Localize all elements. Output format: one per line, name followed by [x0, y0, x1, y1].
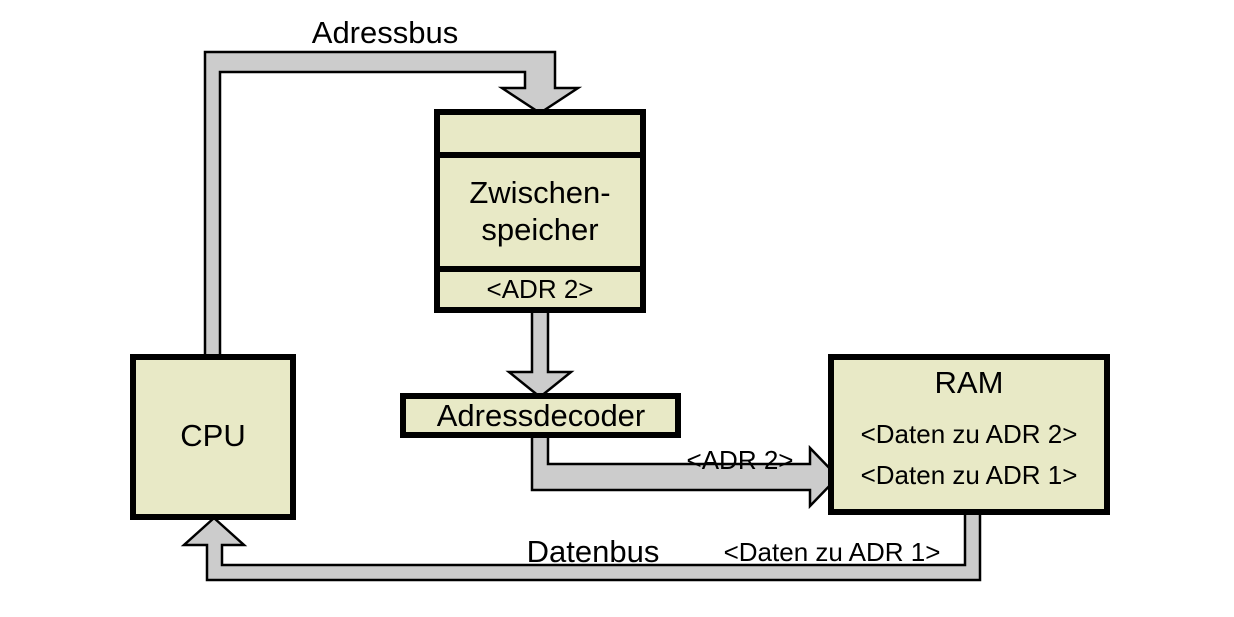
zwischenspeicher-box[interactable] — [434, 109, 646, 313]
datenbus-label: Datenbus — [527, 534, 660, 569]
decoder-to-ram-arrow — [530, 428, 840, 510]
ram-row-adr1: <Daten zu ADR 1> — [861, 460, 1078, 490]
ram-row-adr2: <Daten zu ADR 2> — [861, 419, 1078, 449]
zwischenspeicher-address-cell: <ADR 2> — [487, 274, 594, 304]
adressdecoder-box[interactable] — [400, 393, 681, 438]
cpu-box[interactable] — [130, 354, 296, 520]
node-ram[interactable]: RAM <Daten zu ADR 2> <Daten zu ADR 1> — [828, 354, 1110, 515]
node-zwischenspeicher[interactable]: Zwischen- speicher <ADR 2> — [434, 109, 646, 313]
node-adressdecoder[interactable]: Adressdecoder — [400, 393, 681, 438]
adressdecoder-label: Adressdecoder — [437, 398, 646, 433]
speicher-to-decoder-arrow — [505, 303, 575, 399]
adressbus-path — [203, 50, 583, 367]
datenbus-path — [180, 506, 982, 582]
zwischenspeicher-label-line1: Zwischen- — [469, 175, 610, 210]
adressbus-label: Adressbus — [312, 15, 458, 50]
cpu-label: CPU — [180, 418, 245, 453]
zwischenspeicher-label-line2: speicher — [481, 212, 598, 247]
ram-box[interactable] — [828, 354, 1110, 515]
decoder-to-ram-label: <ADR 2> — [687, 445, 794, 475]
datenbus-payload-label: <Daten zu ADR 1> — [724, 537, 941, 567]
node-cpu[interactable]: CPU — [130, 354, 296, 520]
ram-title: RAM — [935, 365, 1004, 400]
